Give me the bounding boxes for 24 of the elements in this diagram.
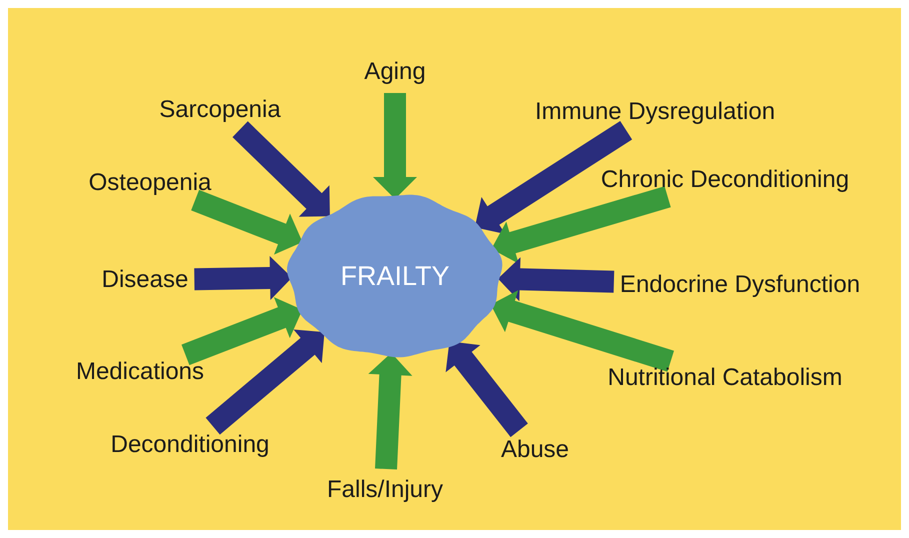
- block-arrow: [206, 330, 324, 435]
- factor-label: Medications: [76, 357, 204, 387]
- factor-label: Falls/Injury: [326, 475, 444, 505]
- block-arrow: [373, 93, 417, 199]
- factor-label: Sarcopenia: [159, 95, 281, 125]
- factor-label: Osteopenia: [88, 168, 212, 198]
- factor-label: Chronic Deconditioning: [600, 165, 850, 195]
- factor-label: Aging: [364, 57, 426, 87]
- factor-label: Nutritional Catabolism: [608, 363, 842, 393]
- factor-label: Immune Dysregulation: [534, 97, 776, 127]
- block-arrow: [490, 290, 674, 372]
- block-arrow: [474, 121, 632, 234]
- block-arrow: [498, 257, 614, 302]
- factor-label: Abuse: [500, 435, 570, 465]
- factor-label: Endocrine Dysfunction: [620, 270, 860, 300]
- block-arrow: [232, 121, 330, 217]
- blob-label: FRAILTY: [340, 260, 450, 293]
- block-arrow: [446, 341, 528, 438]
- block-arrow: [491, 186, 671, 264]
- factor-label: Deconditioning: [110, 430, 270, 460]
- block-arrow: [182, 297, 302, 366]
- factor-label: Disease: [102, 265, 188, 295]
- block-arrow: [191, 190, 302, 255]
- block-arrow: [194, 256, 292, 300]
